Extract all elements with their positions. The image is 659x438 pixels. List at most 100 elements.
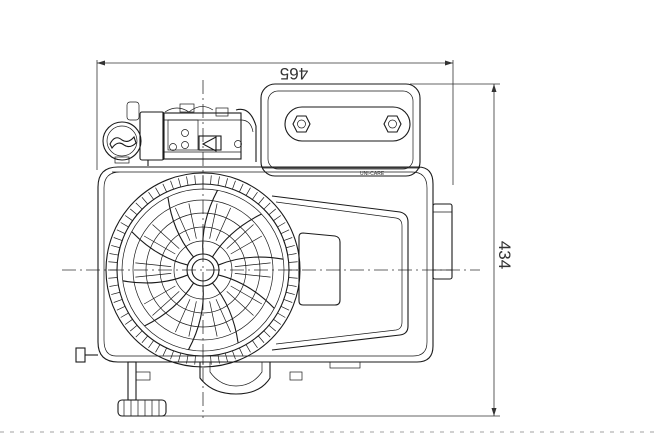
grille-rib <box>226 291 254 316</box>
grille-rib <box>215 299 231 333</box>
flywheel-tooth <box>124 215 133 221</box>
flywheel-tooth <box>252 340 258 349</box>
flywheel-tooth <box>239 347 244 357</box>
grille-rib <box>230 235 263 255</box>
fan-blade <box>211 213 262 258</box>
grille-rib <box>234 272 271 278</box>
flywheel-tooth <box>224 178 228 188</box>
grille-rib <box>152 291 180 316</box>
flywheel-tooth <box>120 312 129 318</box>
flywheel-tooth <box>111 291 121 295</box>
flywheel-tooth <box>109 284 119 287</box>
flywheel-tooth <box>263 330 271 338</box>
flywheel-tooth <box>162 347 167 357</box>
flywheel-tooth <box>217 176 220 186</box>
flywheel-tooth <box>263 202 271 210</box>
width-dimension: 465 <box>96 60 454 185</box>
grille-rib <box>226 224 254 249</box>
oil-filler-cap <box>102 121 142 164</box>
fan-blade <box>218 256 284 266</box>
flywheel-tooth <box>113 237 123 241</box>
flywheel-tooth <box>277 222 286 228</box>
fan-blade <box>131 231 188 266</box>
fan-blade <box>188 285 204 350</box>
flywheel-tooth <box>287 284 297 287</box>
height-dimension-label: 434 <box>495 241 514 269</box>
flywheel-tooth <box>170 180 174 190</box>
height-dimension: 434 <box>160 83 514 417</box>
flywheel-tooth <box>108 277 118 279</box>
grille-rib <box>209 203 218 239</box>
grille-rib <box>175 299 191 333</box>
exhaust-muffler: UNI-CARE <box>260 83 421 177</box>
flywheel-tooth <box>288 277 298 279</box>
flywheel-tooth <box>280 306 290 311</box>
side-shaft-housing <box>432 203 453 280</box>
flywheel-tooth <box>245 187 251 196</box>
flywheel-tooth <box>113 299 123 303</box>
flywheel-fan-screen <box>105 172 301 368</box>
flywheel-tooth <box>130 325 138 332</box>
flywheel-tooth <box>268 325 276 332</box>
flywheel-tooth <box>178 352 182 362</box>
flywheel-tooth <box>141 335 148 343</box>
flywheel-tooth <box>194 355 196 365</box>
flywheel-tooth <box>111 245 121 249</box>
dipstick-knob <box>117 361 167 417</box>
flywheel-tooth <box>170 350 174 360</box>
flywheel-tooth <box>224 352 228 362</box>
air-intake-vent <box>298 232 341 306</box>
fan-blade <box>202 190 218 255</box>
grille-rib <box>234 262 271 268</box>
flywheel-tooth <box>135 202 143 210</box>
flywheel-tooth <box>186 176 189 186</box>
flywheel-tooth <box>109 253 119 256</box>
fan-blade <box>122 274 188 284</box>
grille-rib <box>209 301 218 337</box>
flywheel-tooth <box>155 344 161 353</box>
throttle-governor-linkage <box>126 101 257 166</box>
flywheel-tooth <box>285 291 295 295</box>
muffler-bolt-left <box>292 115 311 133</box>
grille-rib <box>135 272 172 278</box>
flywheel-tooth <box>116 229 126 234</box>
muffler-bolt-right <box>383 115 402 133</box>
flywheel-tooth <box>148 191 154 200</box>
grille-rib <box>143 285 176 305</box>
grille-rib <box>135 262 172 268</box>
flywheel-tooth <box>258 197 265 205</box>
flywheel-tooth <box>258 335 265 343</box>
flywheel-tooth <box>217 354 220 364</box>
flywheel-tooth <box>186 354 189 364</box>
flywheel-tooth <box>116 306 126 311</box>
fan-blade <box>218 274 275 309</box>
flywheel-tooth <box>287 253 297 256</box>
flywheel-tooth <box>239 183 244 193</box>
flywheel-tooth <box>210 355 212 365</box>
flywheel-tooth <box>245 344 251 353</box>
flywheel-tooth <box>148 340 154 349</box>
flywheel-tooth <box>232 180 236 190</box>
flywheel-tooth <box>273 215 282 221</box>
fan-blade <box>167 196 195 258</box>
flywheel-tooth <box>155 187 161 196</box>
flywheel-tooth <box>232 350 236 360</box>
flywheel-tooth <box>283 237 293 241</box>
grille-rib <box>215 207 231 241</box>
fan-blade <box>211 282 239 344</box>
flywheel-tooth <box>252 191 258 200</box>
flywheel-tooth <box>108 261 118 263</box>
flywheel-tooth <box>162 183 167 193</box>
grille-rib <box>230 285 263 305</box>
grille-rib <box>143 235 176 255</box>
flywheel-tooth <box>273 319 282 325</box>
flywheel-tooth <box>135 330 143 338</box>
flywheel-tooth <box>283 299 293 303</box>
flywheel-teeth <box>108 175 298 365</box>
grille-rib <box>175 207 191 241</box>
flywheel-tooth <box>194 175 196 185</box>
flywheel-tooth <box>130 208 138 215</box>
flywheel-tooth <box>141 197 148 205</box>
fan-blades <box>122 190 284 350</box>
